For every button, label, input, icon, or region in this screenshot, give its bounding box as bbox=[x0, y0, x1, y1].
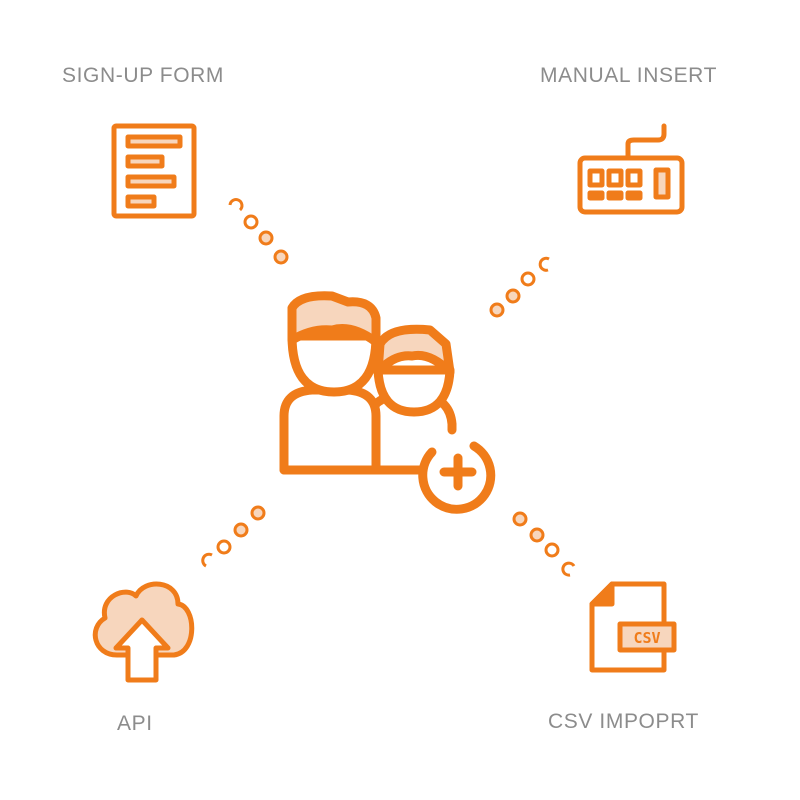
keyboard-icon bbox=[577, 123, 685, 215]
connector-dot bbox=[216, 539, 232, 555]
connector-dot bbox=[544, 542, 560, 558]
connector-dot bbox=[505, 288, 521, 304]
connector-dot bbox=[201, 552, 213, 568]
connector-dot bbox=[529, 527, 545, 543]
connector-signup bbox=[228, 198, 289, 265]
signup-form-label: SIGN-UP FORM bbox=[62, 64, 224, 87]
connector-dot bbox=[233, 522, 249, 538]
connector-dot bbox=[243, 214, 259, 230]
cloud-upload-icon bbox=[92, 581, 195, 683]
csv-badge-text: CSV bbox=[633, 629, 660, 647]
form-document-icon bbox=[111, 123, 197, 219]
connector-dot bbox=[250, 505, 266, 521]
connector-dot bbox=[273, 249, 289, 265]
connector-dot bbox=[520, 271, 536, 287]
connector-dot bbox=[512, 511, 528, 527]
csv-import-label: CSV IMPOPRT bbox=[548, 710, 699, 733]
connector-dot bbox=[228, 198, 244, 212]
connector-manual bbox=[489, 256, 550, 318]
connector-api bbox=[201, 505, 266, 568]
manual-insert-label: MANUAL INSERT bbox=[540, 64, 717, 87]
connector-dot bbox=[561, 561, 576, 577]
add-users-icon bbox=[279, 291, 496, 514]
connector-dot bbox=[489, 302, 505, 318]
api-label: API bbox=[117, 712, 153, 735]
connector-dot bbox=[538, 256, 550, 272]
connector-csv bbox=[512, 511, 576, 577]
csv-file-icon: CSV bbox=[589, 581, 677, 673]
connector-dot bbox=[258, 230, 274, 246]
